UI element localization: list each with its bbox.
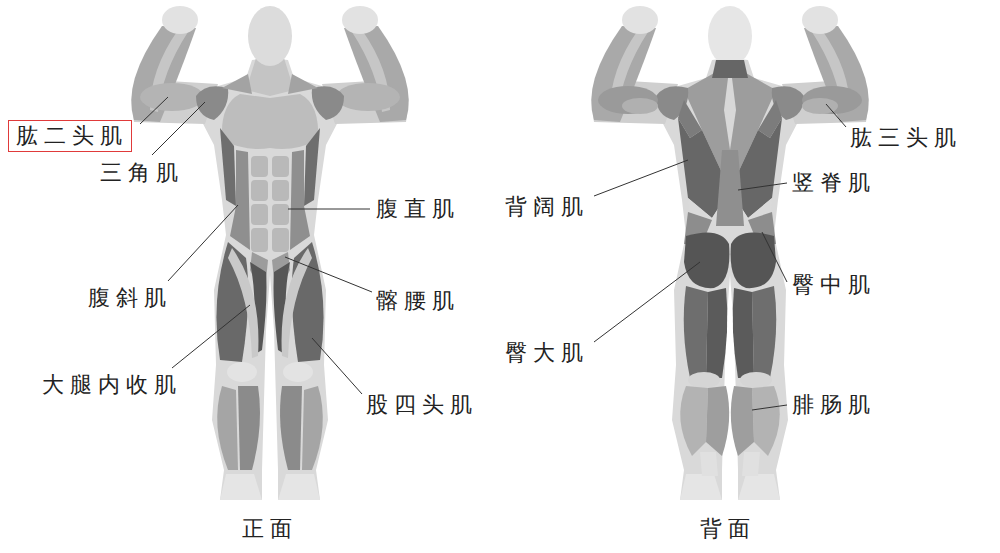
front-head bbox=[248, 6, 292, 66]
muscle-label: 臀大肌 bbox=[505, 340, 589, 366]
muscle-label: 背阔肌 bbox=[505, 194, 589, 220]
leader-line bbox=[168, 205, 238, 281]
back-neck bbox=[712, 60, 748, 78]
muscle-label: 股四头肌 bbox=[366, 392, 478, 418]
leader-line bbox=[762, 232, 787, 282]
leader-line bbox=[312, 338, 362, 394]
leader-line bbox=[288, 209, 370, 210]
leader-line bbox=[752, 405, 787, 410]
back-left-half bbox=[591, 6, 730, 500]
muscle-label: 竖脊肌 bbox=[792, 170, 876, 196]
muscle-label: 三角肌 bbox=[100, 160, 184, 186]
muscle-name: 肱二头肌 bbox=[16, 123, 128, 149]
leader-line bbox=[594, 160, 688, 196]
front-left-half bbox=[131, 6, 270, 500]
leader-lines bbox=[140, 97, 846, 410]
leader-line bbox=[738, 183, 787, 190]
muscle-label: 大腿内收肌 bbox=[42, 372, 182, 398]
back-head bbox=[708, 6, 752, 66]
muscle-label: 正面 bbox=[242, 516, 298, 542]
muscle-label: 肱三头肌 bbox=[850, 125, 962, 151]
back-figure bbox=[591, 6, 869, 500]
leader-line bbox=[152, 102, 205, 155]
muscle-label: 腹直肌 bbox=[376, 196, 460, 222]
muscle-label: 腹斜肌 bbox=[88, 285, 172, 311]
front-figure bbox=[131, 6, 409, 500]
muscle-label: 腓肠肌 bbox=[792, 392, 876, 418]
muscle-label: 髂腰肌 bbox=[376, 288, 460, 314]
front-right-half bbox=[270, 6, 409, 500]
leader-line bbox=[594, 262, 700, 342]
leader-line bbox=[140, 97, 168, 124]
muscle-label: 背面 bbox=[700, 516, 756, 542]
back-right-half bbox=[730, 6, 869, 500]
leader-line bbox=[172, 305, 250, 368]
leader-line bbox=[285, 257, 372, 292]
highlight-box: 肱二头肌 bbox=[8, 120, 132, 152]
leader-line bbox=[826, 104, 846, 127]
muscle-label: 臀中肌 bbox=[792, 272, 876, 298]
